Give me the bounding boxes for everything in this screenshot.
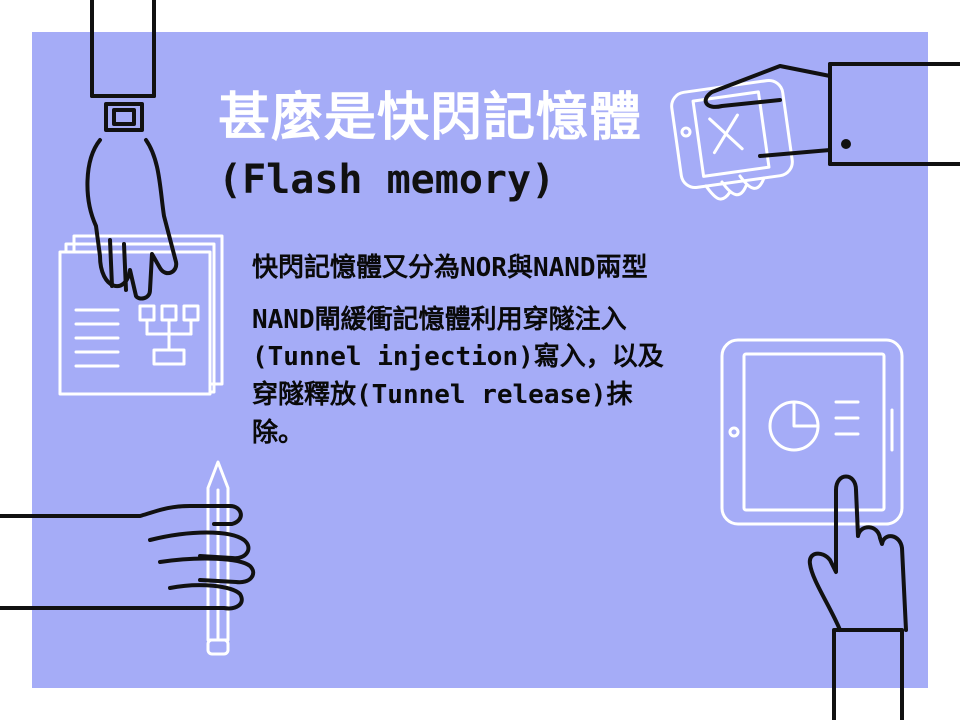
title-chinese: 甚麼是快閃記憶體 (218, 88, 643, 148)
paragraph-nand-tunneling: NAND閘緩衝記憶體利用穿隧注入(Tunnel injection)寫入，以及穿… (252, 304, 664, 448)
wristwatch-hand-icon (85, 0, 179, 301)
slide-title: 甚麼是快閃記憶體 (Flash memory) (218, 92, 658, 200)
paragraph-nor-nand: 快閃記憶體又分為NOR與NAND兩型 (252, 253, 648, 283)
document-chart-icon (58, 234, 224, 396)
pencil-fist-icon (0, 460, 256, 656)
tablet-pie-chart-icon (720, 338, 904, 526)
phone-hand-sleeve (703, 62, 960, 166)
title-english: (Flash memory) (218, 157, 556, 203)
phone-hand-icon (670, 78, 794, 201)
slide-body: 快閃記憶體又分為NOR與NAND兩型 NAND閘緩衝記憶體利用穿隧注入(Tunn… (252, 250, 682, 466)
pointing-hand-icon (807, 474, 908, 720)
